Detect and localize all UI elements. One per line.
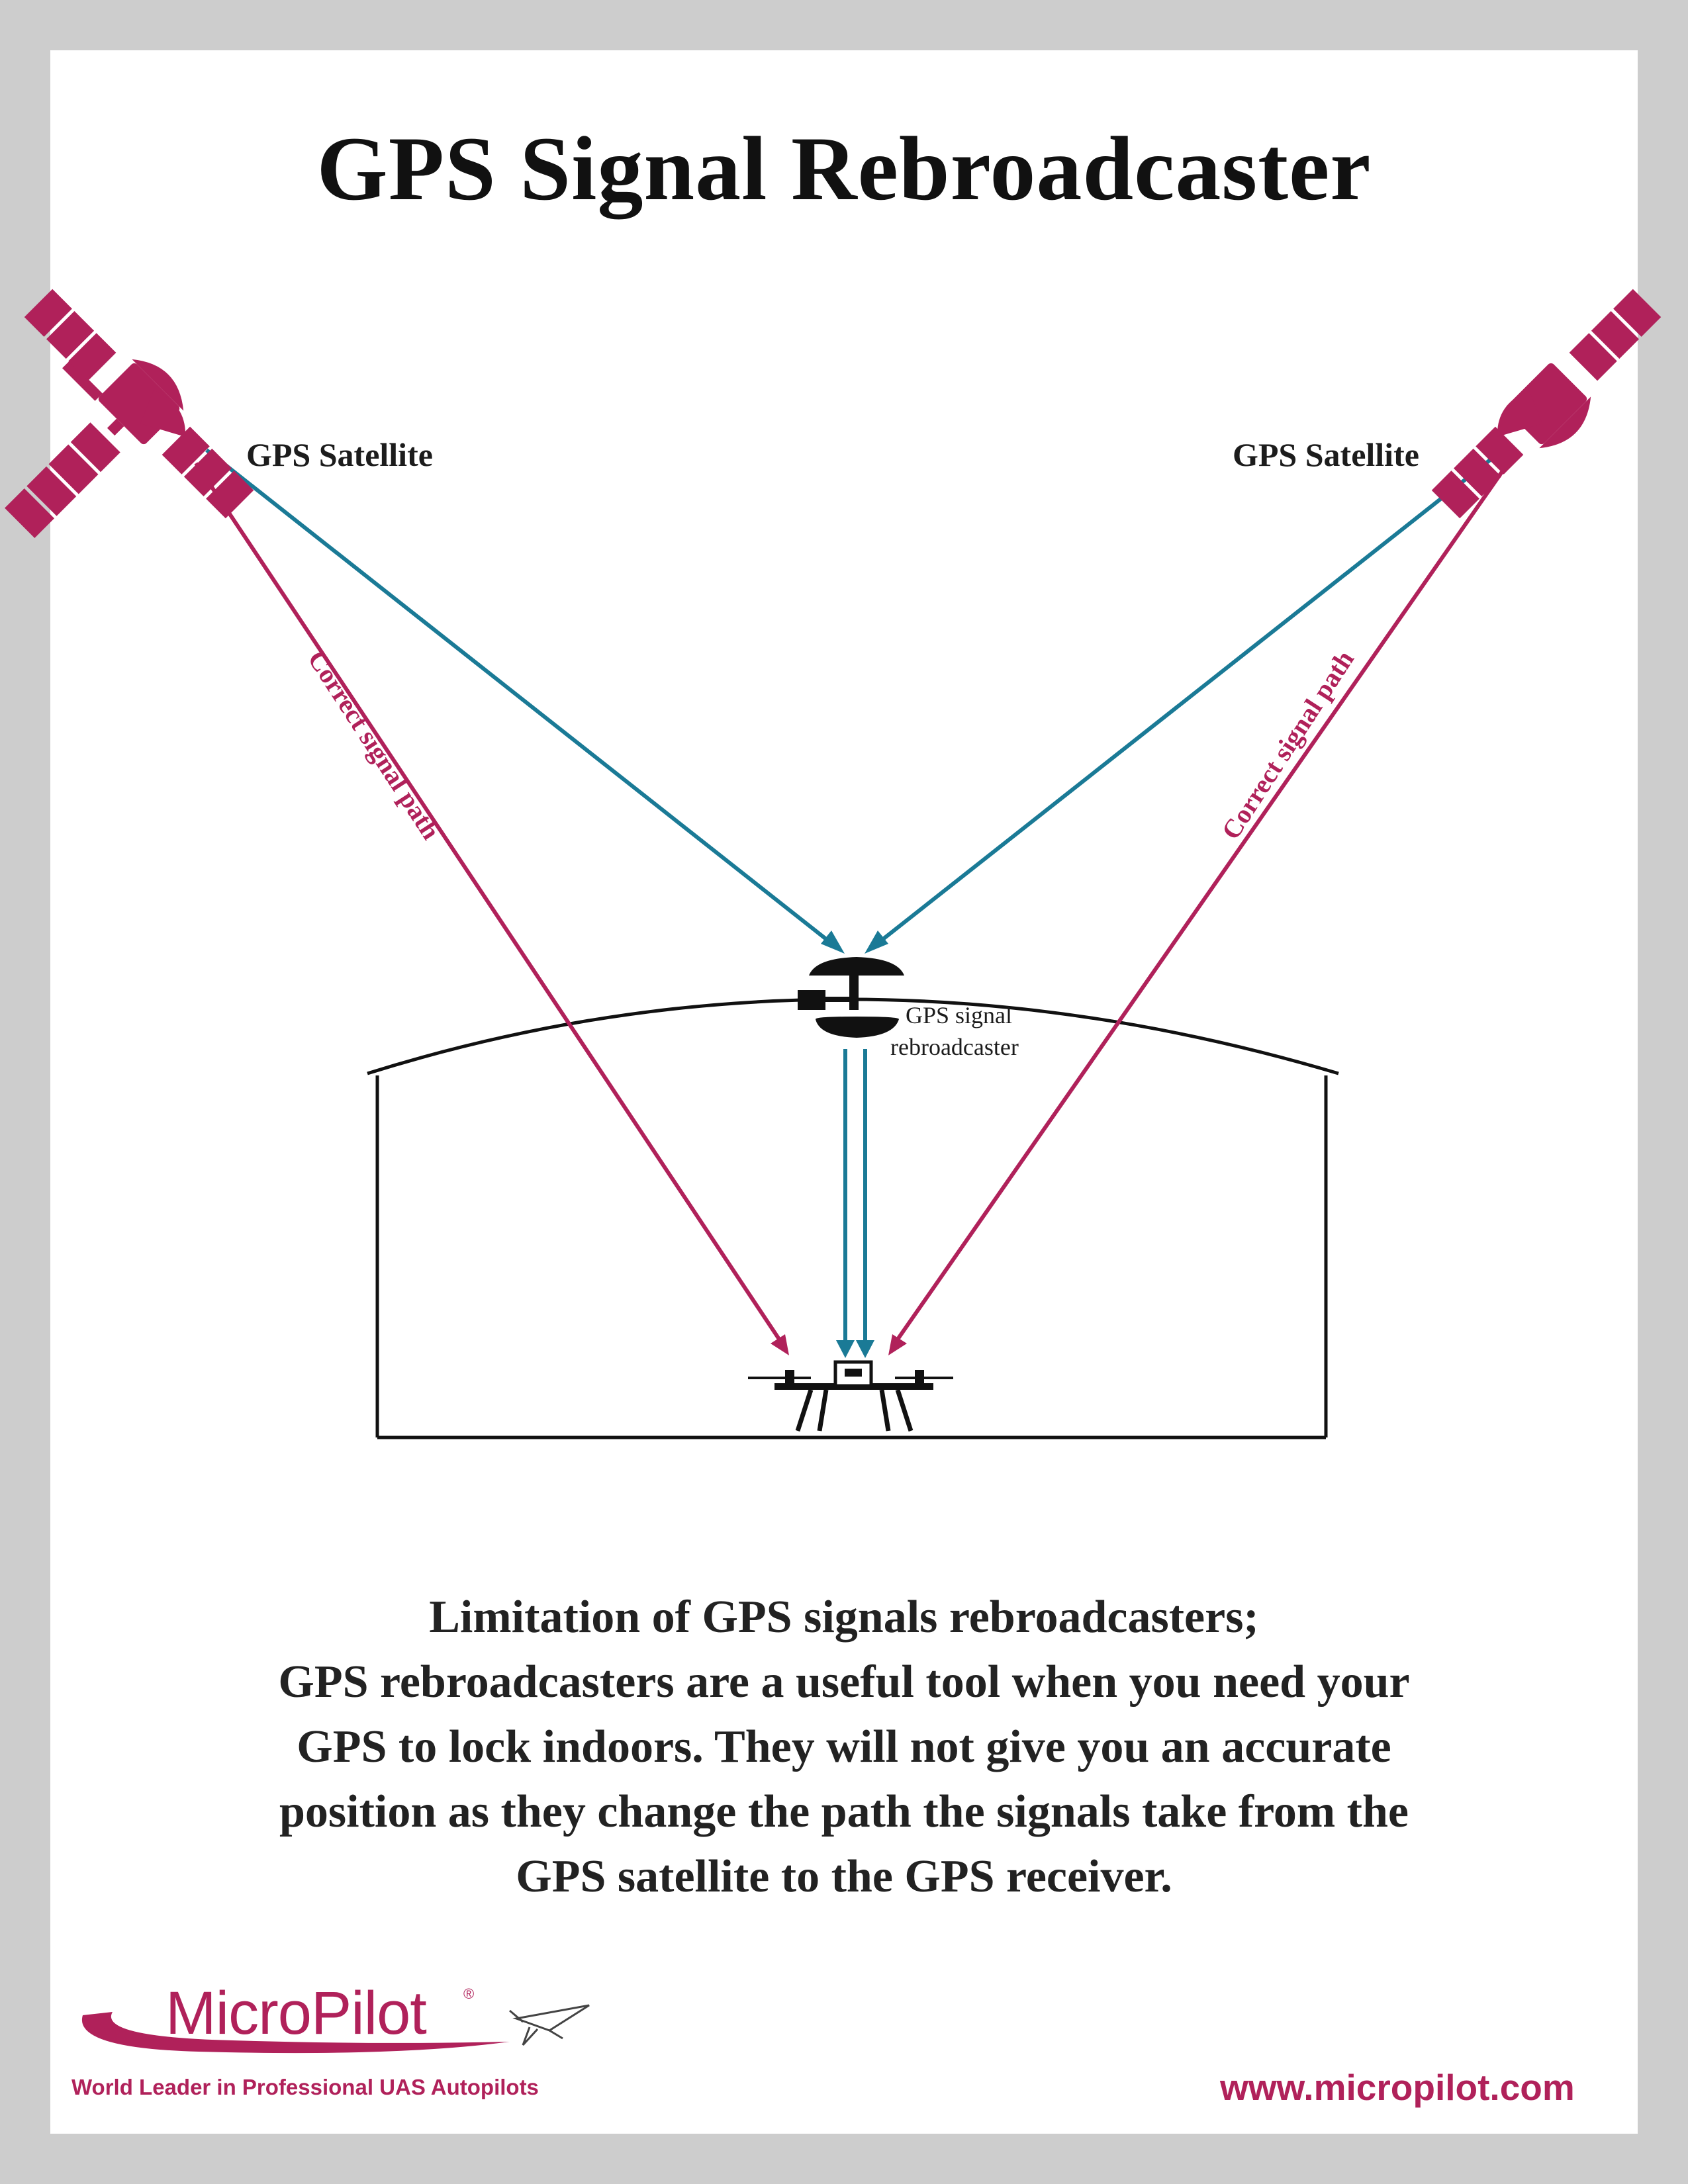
satellite-panel-right xyxy=(24,289,117,381)
rebroadcaster-label-line1: GPS signal xyxy=(906,1002,1013,1028)
page-title: GPS Signal Rebroadcaster xyxy=(316,118,1372,219)
brand-tagline: World Leader in Professional UAS Autopil… xyxy=(71,2075,539,2099)
satellite-panel-left xyxy=(162,426,254,519)
satellite-icon xyxy=(5,359,184,538)
correct-path-lines xyxy=(194,462,1510,1355)
registered-mark: ® xyxy=(463,1985,475,2002)
satellite-label-left: GPS Satellite xyxy=(246,436,433,473)
satellite-icon xyxy=(1431,289,1662,519)
paper-plane-icon xyxy=(81,2004,590,2054)
rebroadcast-path-lines xyxy=(205,448,1504,1358)
drone-icon xyxy=(748,1360,953,1432)
satellite-dish xyxy=(140,390,1542,437)
antenna-icon xyxy=(798,957,904,1038)
caption-line: position as they change the path the sig… xyxy=(279,1786,1409,1837)
caption-line: GPS rebroadcasters are a useful tool whe… xyxy=(278,1657,1410,1707)
satellite-label-right: GPS Satellite xyxy=(1233,436,1419,473)
caption-line: GPS satellite to the GPS receiver. xyxy=(516,1851,1172,1902)
caption-line: Limitation of GPS signals rebroadcasters… xyxy=(429,1592,1259,1643)
caption-line: GPS to lock indoors. They will not give … xyxy=(297,1721,1391,1772)
rebroadcaster-label-line2: rebroadcaster xyxy=(890,1034,1019,1060)
brand-logo-text: MicroPilot xyxy=(165,1979,427,2047)
caption: Limitation of GPS signals rebroadcasters… xyxy=(66,1585,1622,1909)
website-link[interactable]: www.micropilot.com xyxy=(1220,2067,1575,2108)
